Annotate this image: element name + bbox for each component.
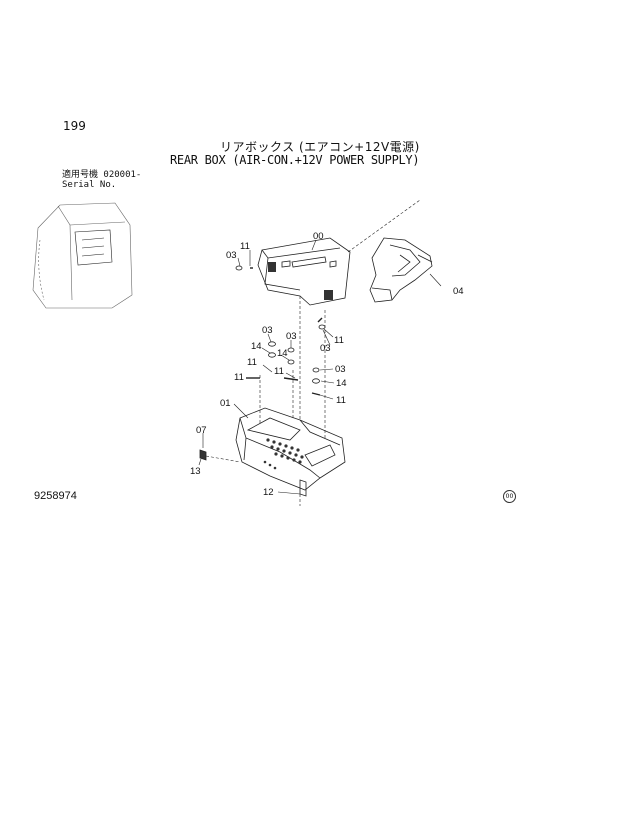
rear-box-vent-holes (263, 438, 304, 470)
hardware-parts (199, 265, 326, 497)
callout-11-e: 11 (234, 372, 244, 383)
drawing-number: 9258974 (34, 490, 77, 502)
cab-location-thumbnail (32, 202, 133, 309)
callout-03-c: 03 (286, 331, 297, 342)
title-japanese: リアボックス (エアコン+12V電源) (220, 140, 420, 154)
callout-11-c: 11 (247, 357, 257, 368)
part-04-bracket (369, 237, 433, 303)
callout-03-b: 03 (262, 325, 273, 336)
corner-mark: 00 (503, 490, 516, 503)
callout-14-a: 14 (251, 341, 262, 352)
callout-03-e: 03 (335, 364, 346, 375)
callout-00: 00 (313, 231, 324, 242)
part-00-panel (257, 237, 351, 306)
serial-label-en: Serial No. (62, 180, 117, 190)
callout-03-d: 03 (320, 343, 331, 354)
callout-11-f: 11 (336, 395, 346, 406)
page-number: 199 (63, 119, 86, 133)
callout-labels: 00 04 03 11 03 03 11 03 14 14 11 11 03 1… (190, 231, 464, 498)
serial-label-jp: 適用号機 020001- (62, 170, 142, 180)
callout-11-b: 11 (334, 335, 344, 346)
assembly-lines (205, 199, 421, 506)
part-01-rear-box (235, 407, 346, 491)
callout-14-c: 14 (336, 378, 347, 389)
callout-12: 12 (263, 487, 274, 498)
serial-label: 適用号機 020001- Serial No. (62, 170, 141, 190)
callout-01: 01 (220, 398, 231, 409)
title-english: REAR BOX (AIR-CON.+12V POWER SUPPLY) (170, 153, 420, 167)
callout-11-a: 11 (240, 241, 250, 252)
leader-lines (198, 239, 442, 495)
callout-11-d: 11 (274, 366, 284, 377)
callout-04: 04 (453, 286, 464, 297)
callout-07: 07 (196, 425, 207, 436)
callout-13: 13 (190, 466, 201, 477)
callout-14-b: 14 (277, 348, 288, 359)
callout-03-a: 03 (226, 250, 237, 261)
